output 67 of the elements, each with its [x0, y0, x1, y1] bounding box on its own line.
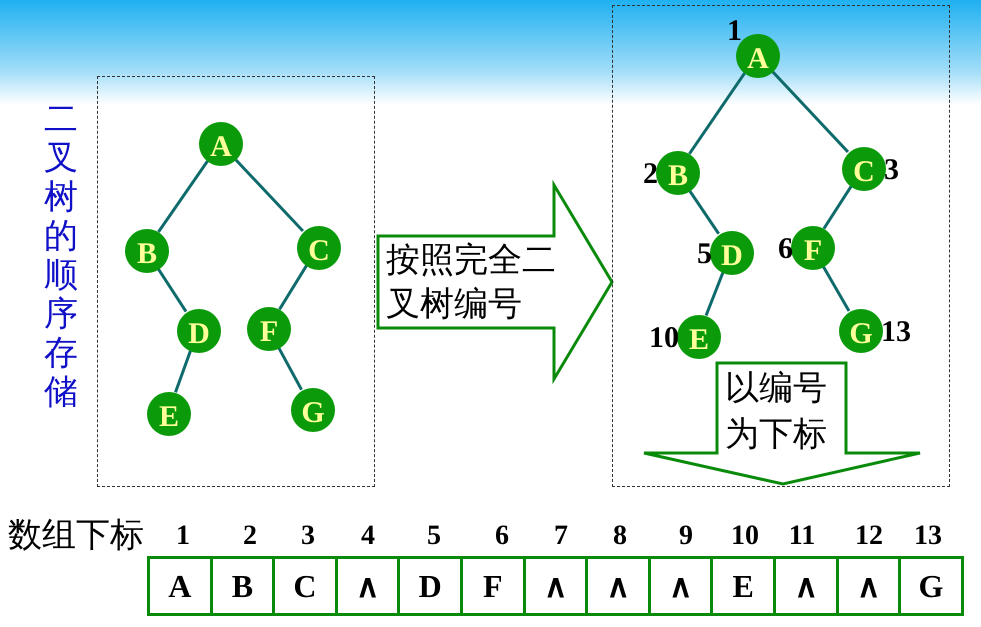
node-letter: A — [209, 129, 233, 165]
tree-node-circle — [291, 388, 335, 432]
array-cell: E — [710, 556, 776, 616]
index-number: 9 — [678, 520, 694, 552]
node-letter: B — [136, 236, 158, 272]
tree-edge — [174, 350, 192, 393]
array-cell: C — [272, 556, 338, 616]
tree-node-circle — [247, 307, 291, 351]
array-caption: 数组下标 — [8, 514, 144, 557]
node-letter: F — [802, 233, 824, 269]
array-cell: A — [147, 556, 213, 616]
node-letter: A — [746, 41, 770, 77]
node-letter: B — [666, 158, 689, 194]
tree-edge — [278, 264, 308, 310]
tree-edge — [822, 265, 850, 312]
tree-node-circle — [199, 122, 243, 166]
index-number: 8 — [612, 520, 628, 552]
index-number: 4 — [360, 520, 376, 552]
index-number: 10 — [730, 520, 760, 552]
node-letter: E — [158, 399, 180, 435]
tree-node-circle — [177, 309, 221, 353]
tree-node-circle — [147, 392, 191, 436]
node-letter: G — [300, 395, 326, 431]
node-letter: F — [258, 314, 280, 350]
tree-edge — [234, 158, 304, 232]
index-number: 1 — [175, 520, 191, 552]
node-letter: E — [688, 322, 710, 358]
node-letter: D — [720, 238, 744, 274]
node-letter: C — [307, 233, 331, 269]
dashed-frame — [97, 76, 375, 487]
tree-edge — [277, 346, 303, 390]
dashed-frame — [612, 5, 950, 487]
tree-edge — [157, 160, 209, 233]
node-number: 3 — [884, 155, 899, 185]
node-number: 5 — [697, 239, 712, 269]
array-cell: D — [397, 556, 463, 616]
vertical-title: 二叉树的顺序存储 — [44, 100, 79, 412]
tree-edge — [704, 272, 724, 316]
arrow-text: 以编号为下标 — [725, 367, 828, 456]
array-cell: G — [898, 556, 964, 616]
tree-edge — [822, 186, 852, 230]
tree-node-circle — [125, 229, 169, 273]
index-number: 3 — [300, 520, 316, 552]
tree-edge — [688, 72, 746, 155]
index-number: 12 — [854, 520, 884, 552]
array-cell: ∧ — [773, 556, 839, 616]
index-number: 6 — [494, 520, 510, 552]
tree-edge — [156, 268, 188, 312]
block-arrow — [641, 361, 923, 487]
node-number: 13 — [881, 317, 911, 347]
index-number: 11 — [788, 520, 816, 552]
tree-edge — [688, 189, 720, 235]
node-number: 6 — [778, 234, 793, 264]
node-number: 1 — [727, 16, 742, 46]
tree-edge — [770, 70, 850, 153]
index-number: 7 — [553, 520, 569, 552]
node-letter: D — [187, 316, 211, 352]
index-number: 2 — [242, 520, 258, 552]
array-cell: ∧ — [585, 556, 651, 616]
node-number: 2 — [643, 159, 658, 189]
node-letter: C — [852, 154, 876, 190]
tree-node-circle — [297, 226, 341, 270]
node-letter: G — [848, 316, 874, 352]
index-number: 13 — [913, 520, 943, 552]
index-number: 5 — [426, 520, 442, 552]
node-number: 10 — [649, 323, 679, 353]
array-cell: F — [460, 556, 526, 616]
